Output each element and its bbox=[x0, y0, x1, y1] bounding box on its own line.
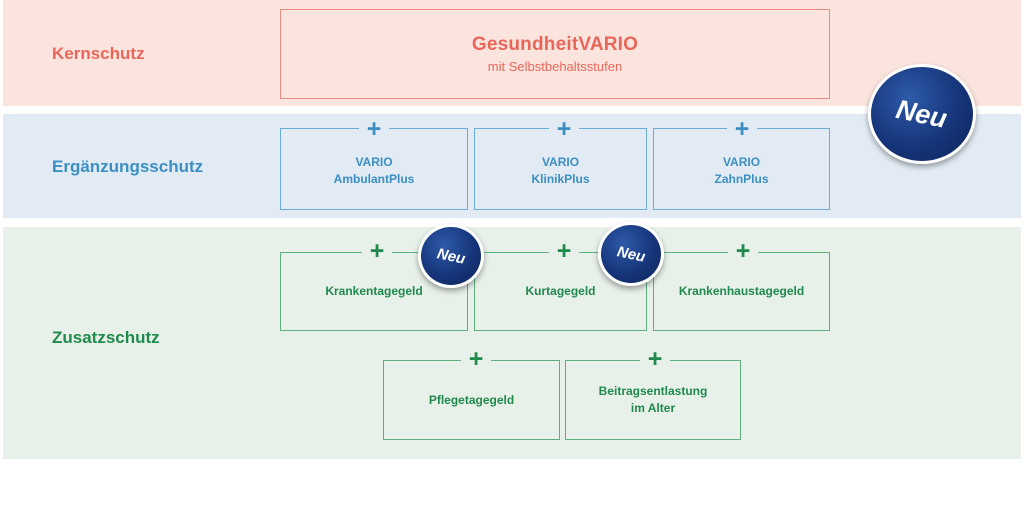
gesundheitvario-subtitle: mit Selbstbehaltsstufen bbox=[487, 59, 623, 74]
product-line2: ZahnPlus bbox=[714, 172, 769, 186]
plus-icon: + bbox=[549, 116, 579, 141]
product-line2: KlinikPlus bbox=[531, 172, 590, 186]
beitragsentlastung-box[interactable]: Beitragsentlastung im Alter bbox=[565, 360, 741, 440]
kernschutz-label: Kernschutz bbox=[52, 44, 145, 63]
product-label: Pflegetagegeld bbox=[428, 392, 515, 407]
plus-icon: + bbox=[549, 238, 579, 263]
gesundheitvario-title: GesundheitVARIO bbox=[471, 34, 639, 55]
neu-badge-label: Neu bbox=[435, 244, 467, 268]
vario-ambulantplus-box[interactable]: VARIO AmbulantPlus bbox=[280, 128, 468, 210]
plus-icon: + bbox=[359, 116, 389, 141]
neu-badge-label: Neu bbox=[894, 93, 951, 134]
plus-icon: + bbox=[640, 346, 670, 371]
neu-badge-label: Neu bbox=[615, 242, 647, 266]
plus-icon: + bbox=[728, 238, 758, 263]
krankenhaustagegeld-box[interactable]: Krankenhaustagegeld bbox=[653, 252, 830, 331]
product-line2: im Alter bbox=[630, 401, 676, 415]
neu-badge-icon: Neu bbox=[598, 222, 664, 286]
product-line2: AmbulantPlus bbox=[333, 172, 415, 186]
plus-icon: + bbox=[461, 346, 491, 371]
product-line1: VARIO bbox=[722, 155, 761, 169]
vario-klinikplus-box[interactable]: VARIO KlinikPlus bbox=[474, 128, 647, 210]
product-label: Krankentagegeld bbox=[325, 284, 423, 298]
product-label: Krankenhaustagegeld bbox=[678, 284, 805, 298]
vario-zahnplus-box[interactable]: VARIO ZahnPlus bbox=[653, 128, 830, 210]
product-label: Kurtagegeld bbox=[525, 284, 596, 298]
plus-icon: + bbox=[727, 116, 757, 141]
product-line1: VARIO bbox=[541, 155, 580, 169]
ergaenzungsschutz-label: Ergänzungsschutz bbox=[52, 157, 204, 176]
product-line1: Beitragsentlastung bbox=[598, 384, 708, 398]
plus-icon: + bbox=[362, 238, 392, 263]
product-line1: VARIO bbox=[355, 155, 393, 169]
krankentagegeld-box[interactable]: Krankentagegeld bbox=[280, 252, 468, 331]
gesundheitvario-box[interactable]: GesundheitVARIO mit Selbstbehaltsstufen bbox=[280, 9, 830, 99]
neu-badge-icon: Neu bbox=[868, 64, 976, 164]
neu-badge-icon: Neu bbox=[418, 224, 484, 288]
zusatzschutz-label: Zusatzschutz bbox=[52, 328, 160, 347]
pflegetagegeld-box[interactable]: Pflegetagegeld bbox=[383, 360, 560, 440]
